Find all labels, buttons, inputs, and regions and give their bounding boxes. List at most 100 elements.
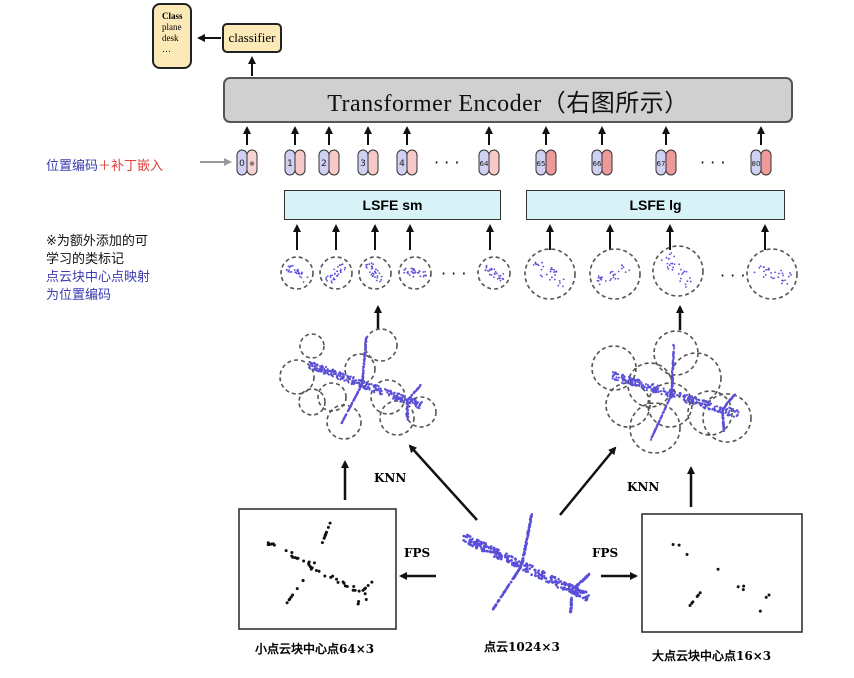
patch-circle	[398, 256, 432, 290]
point	[577, 590, 581, 593]
point	[534, 571, 537, 574]
point	[660, 415, 663, 418]
point	[313, 368, 317, 372]
point	[598, 283, 601, 286]
point	[288, 266, 291, 269]
point	[584, 596, 588, 600]
point	[364, 339, 367, 343]
point	[326, 368, 329, 371]
point	[549, 270, 552, 273]
point	[517, 569, 520, 572]
point	[786, 282, 789, 285]
point	[649, 438, 653, 441]
patch-circle	[670, 352, 722, 404]
point	[393, 391, 396, 394]
point	[681, 273, 684, 276]
point	[490, 269, 493, 271]
point	[676, 394, 679, 397]
point	[551, 268, 554, 271]
point	[575, 594, 578, 598]
point	[377, 387, 380, 390]
point	[672, 266, 675, 269]
point	[670, 383, 674, 386]
point	[679, 280, 682, 283]
point	[313, 365, 316, 368]
point	[364, 343, 368, 346]
point	[537, 574, 540, 578]
point	[624, 379, 627, 382]
point	[614, 277, 617, 280]
point	[640, 384, 643, 387]
point	[287, 270, 290, 273]
point	[616, 373, 620, 376]
point	[620, 376, 624, 379]
point	[501, 593, 504, 597]
point	[559, 580, 563, 583]
point	[672, 344, 675, 347]
token-index: 65	[537, 160, 546, 168]
point	[634, 382, 637, 385]
point	[414, 270, 416, 272]
point	[339, 374, 342, 377]
point	[763, 266, 765, 269]
point	[347, 381, 350, 384]
point	[412, 401, 415, 404]
point	[627, 382, 630, 385]
point	[321, 366, 324, 369]
point	[570, 603, 573, 606]
point	[770, 276, 773, 279]
point	[285, 269, 288, 272]
point	[412, 391, 416, 394]
point	[539, 274, 542, 277]
point	[541, 261, 543, 264]
point	[389, 391, 393, 395]
point	[364, 347, 367, 350]
point	[340, 372, 343, 375]
point	[690, 395, 693, 398]
point	[494, 548, 498, 551]
transformer-encoder-box: Transformer Encoder（右图所示）	[223, 77, 793, 123]
point	[532, 263, 535, 266]
point	[670, 262, 672, 265]
point	[663, 408, 666, 411]
point	[494, 604, 497, 608]
point	[394, 398, 397, 401]
point	[526, 570, 530, 573]
point	[623, 375, 626, 378]
point	[354, 394, 358, 398]
point	[351, 379, 354, 383]
point	[484, 545, 488, 549]
center-point	[335, 577, 339, 581]
patch-circle	[605, 382, 651, 428]
point	[336, 377, 340, 380]
point	[701, 402, 704, 405]
point	[597, 275, 600, 277]
point	[494, 270, 497, 273]
point	[495, 272, 498, 275]
token-index: 67	[657, 160, 666, 168]
class-output-title: Class	[162, 11, 183, 21]
point	[612, 274, 615, 277]
patch-token-pill	[294, 149, 306, 176]
point	[365, 266, 368, 269]
center-point	[295, 587, 299, 591]
point	[731, 408, 735, 411]
patch-circle	[364, 328, 398, 362]
center-point	[271, 542, 275, 546]
patch-token-pill	[488, 149, 500, 176]
point	[416, 387, 419, 390]
point	[667, 267, 670, 270]
point	[550, 578, 553, 581]
point	[716, 405, 719, 408]
point	[384, 388, 387, 391]
patch-circle	[379, 400, 415, 436]
point	[511, 555, 514, 559]
point	[323, 367, 326, 371]
point	[540, 268, 543, 271]
point	[329, 274, 332, 277]
point	[682, 271, 685, 274]
point	[577, 582, 581, 585]
point	[725, 403, 728, 406]
point	[672, 390, 675, 393]
point	[407, 272, 410, 275]
